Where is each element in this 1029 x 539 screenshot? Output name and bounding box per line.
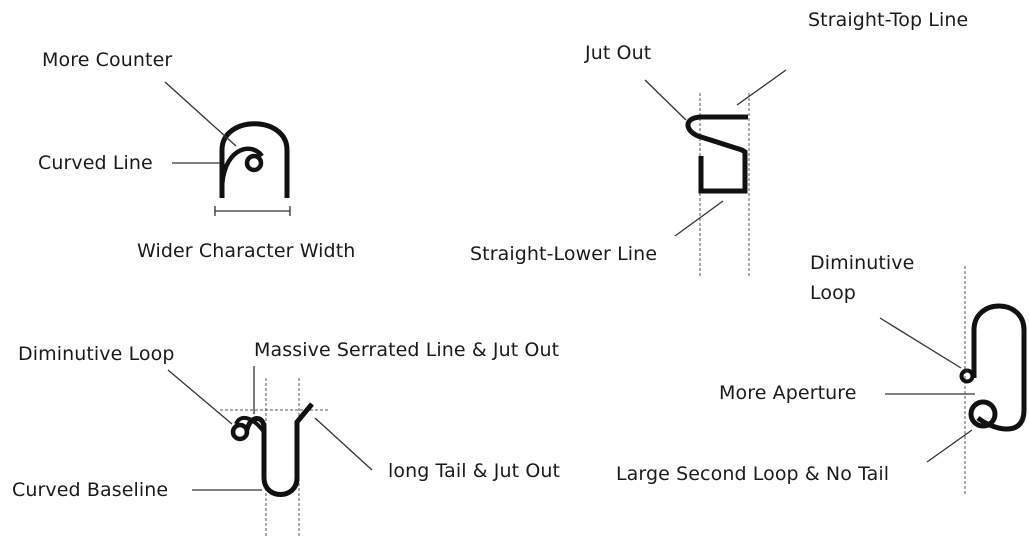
label-diminutive-loop-right: Diminutive Loop [810, 252, 915, 304]
glyph-aperture-letter [959, 266, 1027, 494]
glyph-straight-stroke [685, 114, 748, 194]
label-long-tail: long Tail & Jut Out [388, 460, 561, 482]
glyph-serrated-letter [220, 378, 330, 538]
glyph-aperture-stroke [971, 303, 1027, 432]
label-straight-lower-line: Straight-Lower Line [470, 243, 658, 265]
glyph-serrated-loop [230, 422, 250, 442]
leader-straight-top [736, 69, 787, 106]
glyph-second-loop [968, 399, 998, 429]
label-curved-line: Curved Line [38, 152, 153, 174]
label-curved-baseline: Curved Baseline [12, 479, 169, 501]
glyph-diminutive-loop [959, 368, 975, 384]
label-jut-out: Jut Out [585, 42, 652, 64]
glyph-straight-letter [685, 93, 750, 278]
label-large-second-loop: Large Second Loop & No Tail [616, 463, 890, 485]
glyph-counter-loop [244, 153, 264, 173]
label-more-counter: More Counter [42, 49, 173, 71]
label-diminutive-loop-left: Diminutive Loop [18, 343, 175, 365]
glyph-serrated-stroke [244, 402, 314, 497]
label-massive-serrated-line: Massive Serrated Line & Jut Out [254, 339, 560, 361]
leader-straight-lower [674, 200, 724, 237]
leader-jut-out [644, 79, 687, 121]
label-more-aperture: More Aperture [719, 382, 857, 404]
label-wider-character-width: Wider Character Width [137, 240, 356, 262]
label-straight-top-line: Straight-Top Line [808, 9, 969, 31]
glyph-counter-inner-curve [219, 146, 264, 191]
leader-diminutive-loop-right [879, 317, 962, 369]
leader-second-loop [926, 429, 973, 463]
leader-diminutive-loop-left [167, 369, 233, 425]
glyph-counter-stroke [219, 121, 290, 198]
width-dimension [214, 206, 291, 216]
leader-long-tail [314, 417, 373, 471]
glyph-serrated-hook [234, 415, 266, 434]
leader-more-counter [164, 81, 237, 147]
glyph-counter-letter [219, 121, 290, 198]
